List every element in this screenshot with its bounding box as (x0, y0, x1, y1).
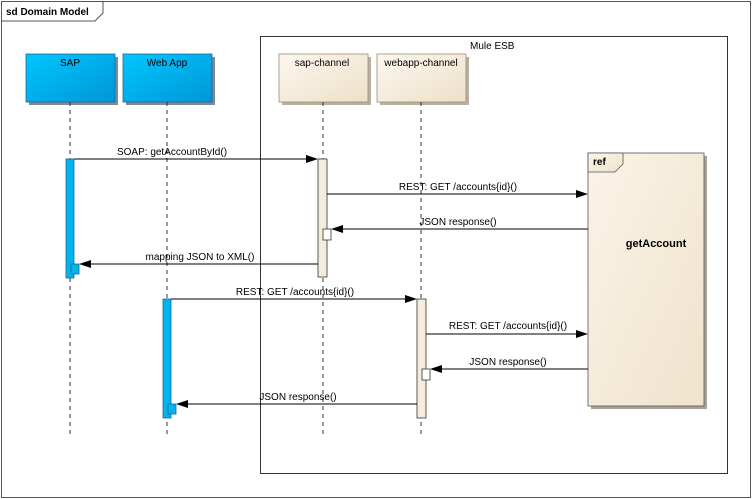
lifeline-sap: SAP (25, 53, 118, 105)
message-json-response-1: JSON response() (331, 217, 588, 233)
message-rest-get-accounts-3: REST: GET /accounts{id}() (426, 321, 588, 338)
message-label: mapping JSON to XML() (146, 252, 255, 263)
activation-webapp-channel (416, 298, 427, 419)
message-label: JSON response() (469, 357, 546, 368)
activation-sap-self (70, 263, 80, 275)
lifeline-sap-channel-label: sap-channel (295, 58, 349, 69)
lifeline-webapp-label: Web App (147, 58, 188, 69)
ref-tag: ref (593, 157, 606, 168)
activation-sap-channel (317, 158, 328, 278)
mule-esb-label: Mule ESB (470, 41, 515, 52)
activation-webapp-self (167, 403, 177, 415)
lifeline-sap-head (25, 53, 116, 103)
message-json-response-3: JSON response() (176, 392, 417, 408)
frame-title: sd Domain Model (6, 7, 89, 18)
frame-title-tab (1, 1, 104, 22)
mule-esb-container (260, 36, 728, 474)
message-json-response-2: JSON response() (430, 357, 588, 373)
lifeline-sap-label: SAP (60, 58, 80, 69)
lifeline-sap-channel: sap-channel (278, 53, 371, 105)
lifeline-webapp-channel: webapp-channel (376, 53, 469, 105)
lifeline-webapp-channel-label: webapp-channel (383, 58, 457, 69)
message-label: REST: GET /accounts{id}() (399, 182, 517, 193)
activation-sap-channel-self (322, 228, 332, 241)
message-label: JSON response() (259, 392, 336, 403)
activation-webapp-channel-self (421, 368, 431, 381)
ref-tag-box (587, 152, 624, 173)
activation-sap (65, 158, 75, 279)
message-rest-get-accounts-2: REST: GET /accounts{id}() (171, 287, 417, 303)
message-label: REST: GET /accounts{id}() (236, 287, 354, 298)
message-rest-get-accounts-1: REST: GET /accounts{id}() (327, 182, 588, 198)
ref-fragment: ref getAccount (587, 152, 707, 409)
message-label: JSON response() (419, 217, 496, 228)
ref-name: getAccount (626, 238, 687, 250)
message-soap-getaccountbyid: SOAP: getAccountById() (74, 147, 318, 163)
message-label: REST: GET /accounts{id}() (449, 321, 567, 332)
ref-fragment-box (587, 152, 705, 407)
message-mapping-json-to-xml: mapping JSON to XML() (79, 252, 318, 268)
lifeline-webapp-channel-head (376, 53, 467, 103)
activation-webapp (162, 298, 172, 419)
lifeline-webapp: Web App (122, 53, 215, 105)
message-label: SOAP: getAccountById() (117, 147, 227, 158)
